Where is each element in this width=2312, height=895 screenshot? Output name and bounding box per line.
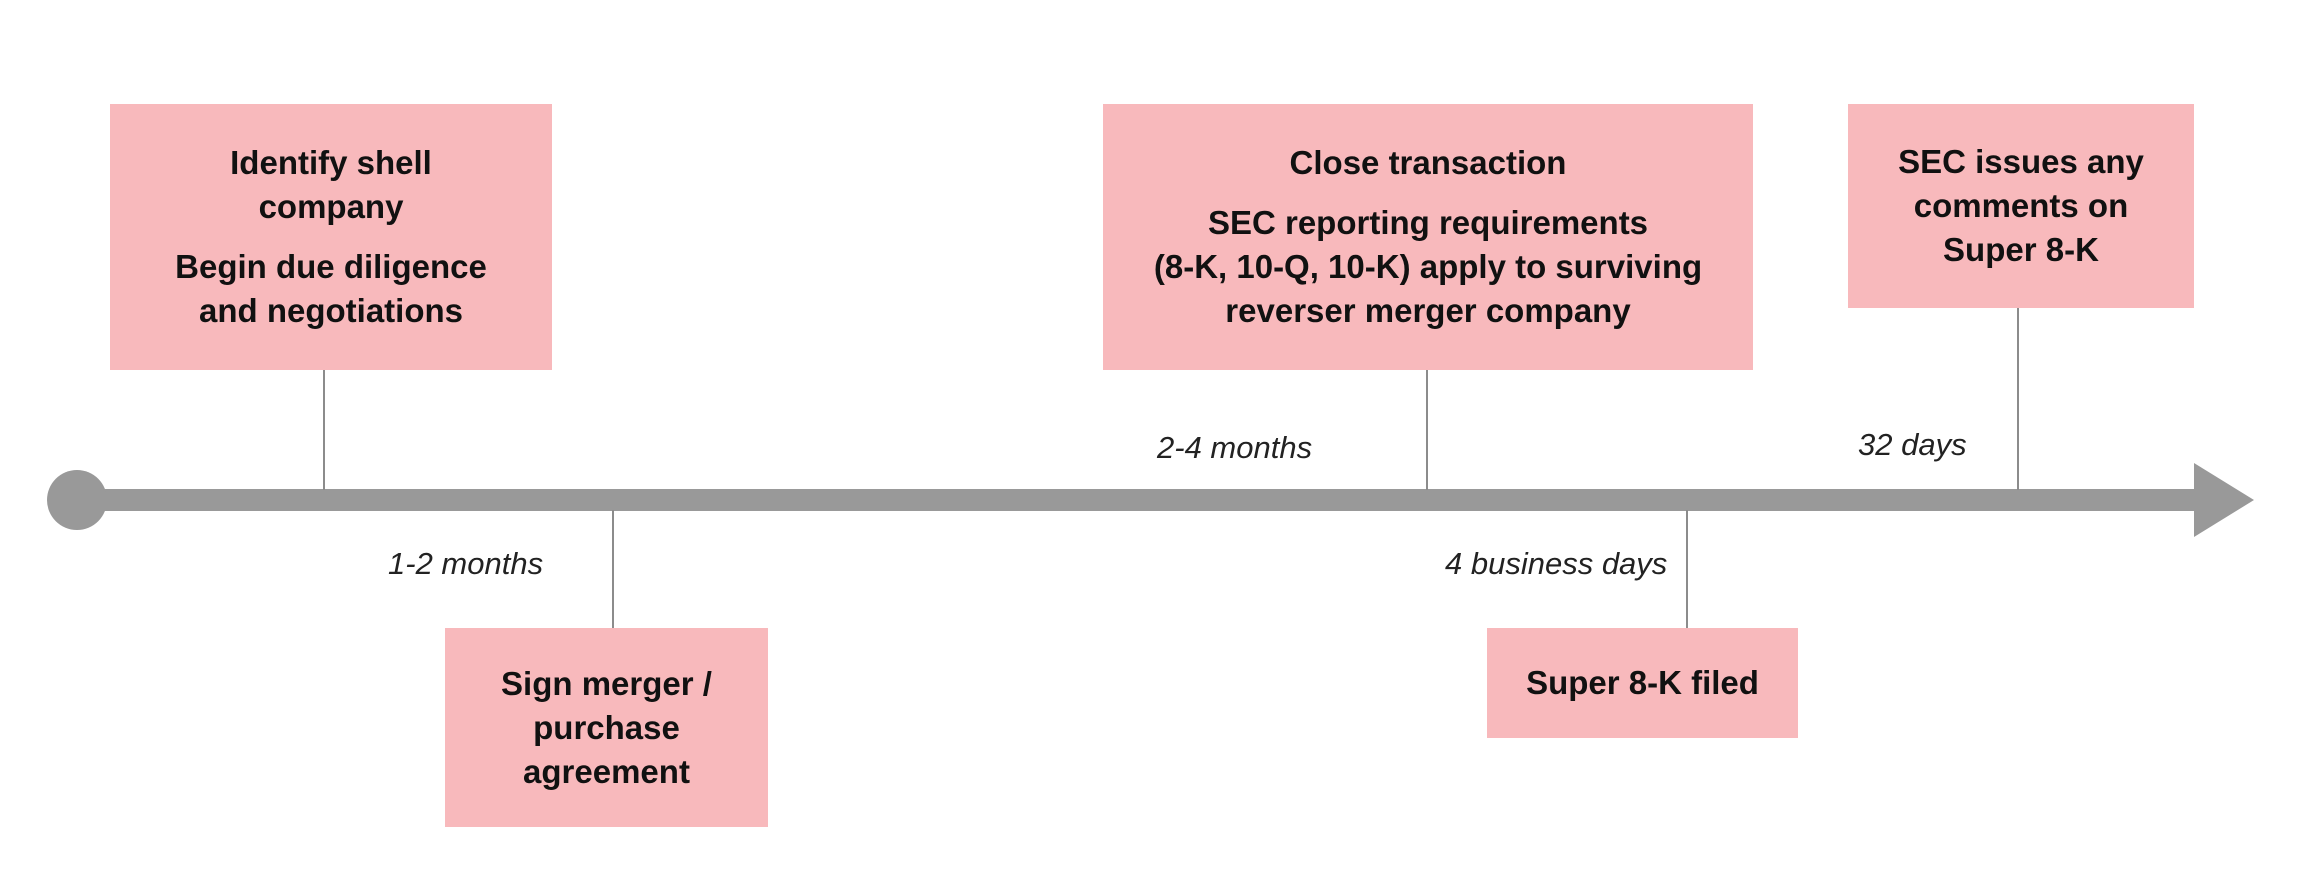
event-sign-merger: Sign merger / purchase agreement (445, 628, 768, 827)
event-sec-comments-title: SEC issues any comments on Super 8-K (1898, 143, 2144, 268)
event-close-transaction-detail: SEC reporting requirements (8-K, 10-Q, 1… (1153, 204, 1703, 329)
event-close-transaction: Close transaction SEC reporting requirem… (1103, 104, 1753, 370)
event-super-8k-filed: Super 8-K filed (1487, 628, 1798, 738)
timeline-arrow-head (2194, 463, 2254, 537)
connector-sec-comments (2017, 308, 2019, 490)
connector-sign-merger (612, 510, 614, 628)
duration-label: 1-2 months (388, 546, 544, 581)
event-super-8k-filed-title: Super 8-K filed (1526, 664, 1759, 701)
event-identify-shell-title: Identify shell company (230, 144, 432, 225)
connector-close-transaction (1426, 370, 1428, 490)
event-sec-comments: SEC issues any comments on Super 8-K (1848, 104, 2194, 308)
event-identify-shell: Identify shell company Begin due diligen… (110, 104, 552, 370)
event-identify-shell-detail: Begin due diligence and negotiations (175, 248, 487, 329)
duration-label: 32 days (1858, 427, 1967, 462)
event-sign-merger-title: Sign merger / purchase agreement (501, 664, 712, 790)
timeline-start-dot (47, 470, 107, 530)
duration-label: 2-4 months (1157, 430, 1313, 465)
connector-super-8k-filed (1686, 510, 1688, 628)
connector-identify-shell (323, 370, 325, 490)
duration-label: 4 business days (1445, 546, 1668, 581)
timeline-axis (76, 489, 2198, 511)
event-close-transaction-title: Close transaction (1289, 144, 1567, 181)
